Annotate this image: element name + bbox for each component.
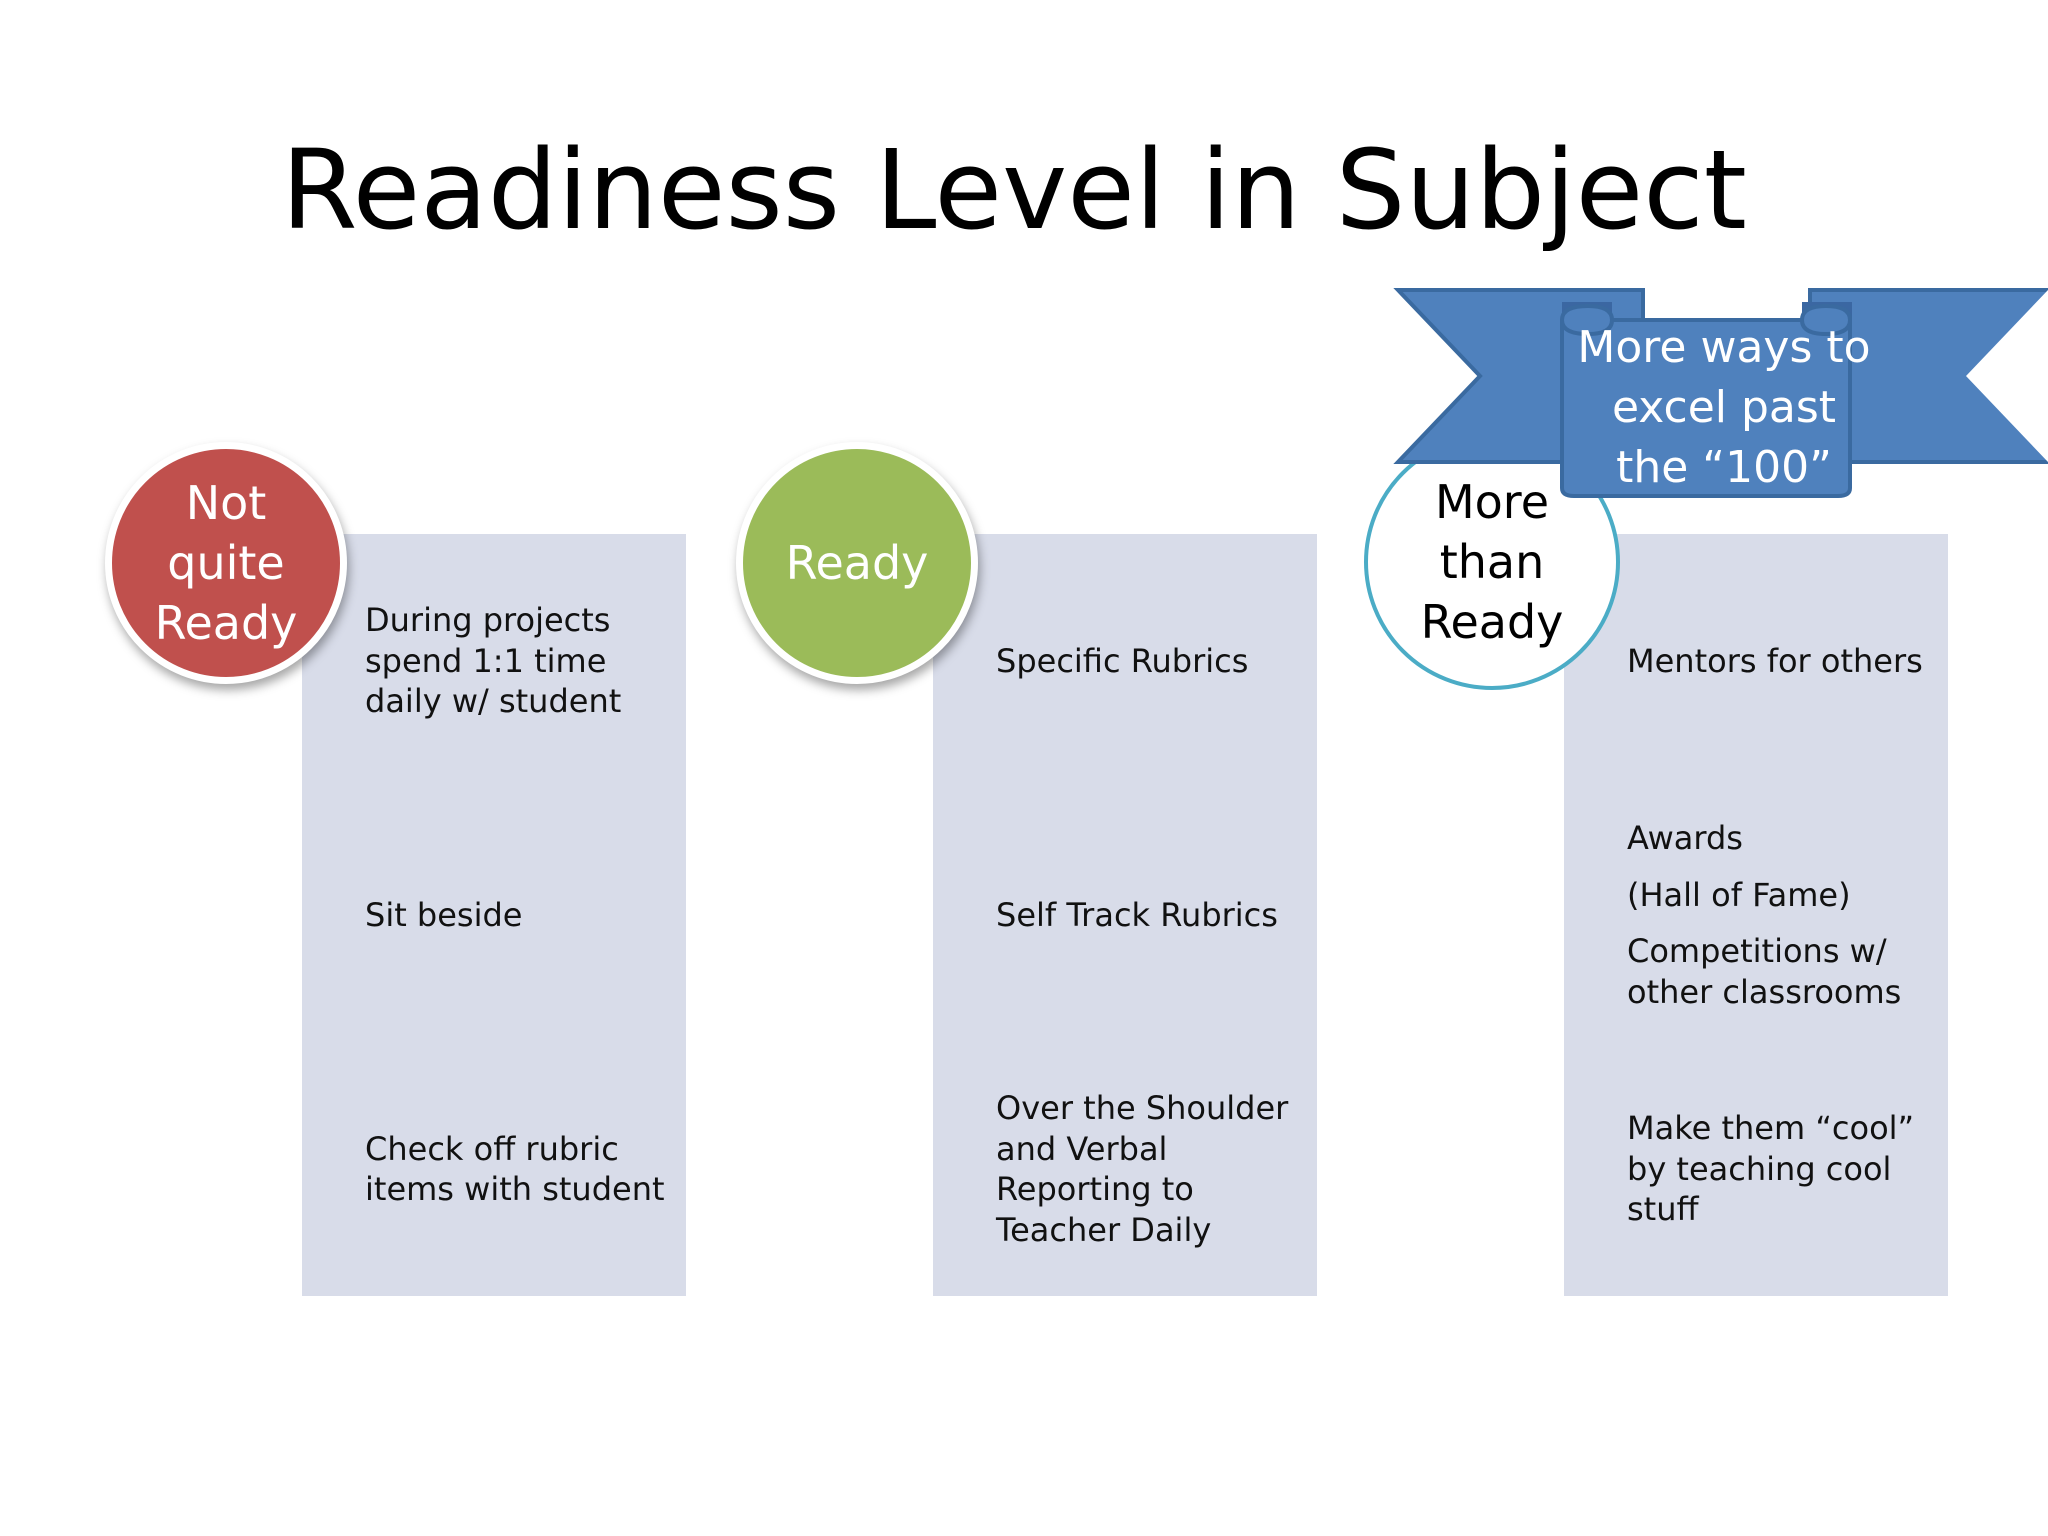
ribbon-left-curl	[1560, 319, 1614, 337]
cell-text: Specific Rubrics	[996, 641, 1249, 680]
banner-text-line: excel past	[1611, 382, 1837, 433]
banner-text-line: More ways to	[1577, 322, 1871, 373]
cell-text: other classrooms	[1627, 972, 1902, 1011]
paragraph-gap	[1627, 915, 1928, 931]
cell-text: Make them “cool”	[1627, 1109, 1915, 1148]
column-cell: During projects spend 1:1 time daily w/ …	[302, 534, 686, 788]
paragraph-gap	[1627, 859, 1928, 875]
column-cell: Make them “cool” by teaching cool stuff	[1564, 1042, 1948, 1296]
circle-label: Ready	[154, 596, 298, 650]
cell-text: stuff	[1627, 1190, 1699, 1229]
cell-text: During projects	[365, 601, 611, 640]
ribbon-banner	[1393, 288, 2048, 498]
cell-text: and Verbal	[996, 1129, 1168, 1168]
ribbon-banner-text: More ways to excel past the “100”	[1565, 318, 1883, 498]
column-cell: Check off rubric items with student	[302, 1042, 686, 1296]
ribbon-right-notch	[1966, 290, 2048, 462]
circle-label: Ready	[1420, 595, 1564, 649]
cell-text: Competitions w/	[1627, 932, 1887, 970]
cell-text: by teaching cool	[1627, 1149, 1892, 1188]
cell-text: Awards	[1627, 819, 1743, 857]
banner-text-line: the “100”	[1616, 442, 1832, 493]
ribbon-center-panel	[1560, 303, 1852, 498]
slide-title: Readiness Level in Subject	[281, 126, 1747, 254]
circle-label: than	[1439, 535, 1545, 589]
cell-text: items with student	[365, 1170, 665, 1208]
cell-text: Over the Shoulder	[996, 1089, 1289, 1127]
column-cell: Specific Rubrics	[933, 534, 1317, 788]
cell-text: daily w/ student	[365, 682, 622, 721]
column-cell: Self Track Rubrics	[933, 788, 1317, 1042]
column-ready: Specific Rubrics Self Track Rubrics Over…	[933, 534, 1317, 1296]
column-cell: Mentors for others	[1564, 534, 1948, 788]
column-not-quite-ready: During projects spend 1:1 time daily w/ …	[302, 534, 686, 1296]
circle-label: Not	[185, 476, 267, 530]
circle-label: quite	[167, 536, 285, 590]
column-cell: Awards (Hall of Fame) Competitions w/ ot…	[1564, 788, 1948, 1042]
cell-text: (Hall of Fame)	[1627, 875, 1851, 914]
cell-text: Self Track Rubrics	[996, 895, 1278, 934]
column-cell: Sit beside	[302, 788, 686, 1042]
cell-text: Check off rubric	[365, 1129, 619, 1168]
cell-text: Reporting to	[996, 1170, 1194, 1208]
column-more-than-ready: Mentors for others Awards (Hall of Fame)…	[1564, 534, 1948, 1296]
ribbon-right-curl	[1800, 319, 1852, 337]
column-cell: Over the Shoulder and Verbal Reporting t…	[933, 1042, 1317, 1296]
circle-label: More	[1434, 475, 1550, 529]
level-circle-not-quite-ready: Not quite Ready	[105, 442, 347, 684]
cell-text: Teacher Daily	[996, 1210, 1212, 1249]
cell-text: Sit beside	[365, 895, 523, 934]
level-circle-ready: Ready	[736, 442, 978, 684]
circle-label: Ready	[785, 536, 929, 590]
cell-text: Mentors for others	[1627, 641, 1923, 680]
cell-text: spend 1:1 time	[365, 641, 607, 680]
